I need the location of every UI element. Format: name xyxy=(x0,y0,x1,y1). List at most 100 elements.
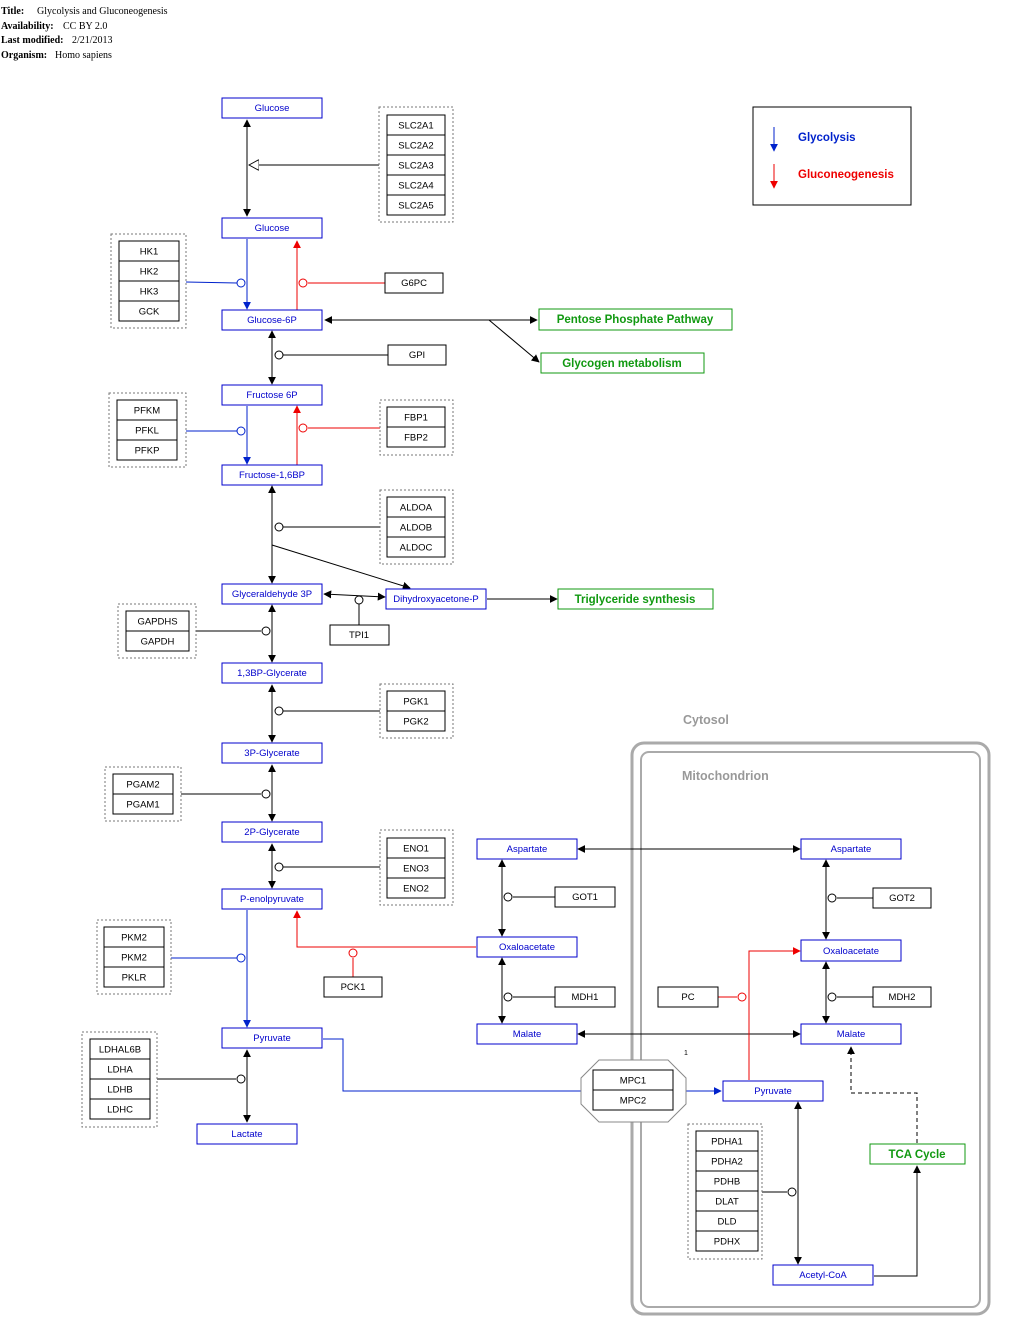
gene-mpc-1[interactable]: MPC1 xyxy=(592,1069,674,1091)
stray-label: 1 xyxy=(684,1050,688,1057)
metabolite-aspartate-cytosol[interactable]: Aspartate xyxy=(476,838,578,860)
gene-pdh-6[interactable]: PDHX xyxy=(695,1230,759,1252)
gene-pgam-2[interactable]: PGAM1 xyxy=(112,793,174,815)
gene-box xyxy=(386,710,446,732)
gene-box xyxy=(103,966,165,988)
gene-tpi1[interactable]: TPI1 xyxy=(329,624,390,646)
group-pgam xyxy=(104,766,182,822)
gene-hk-1[interactable]: HK1 xyxy=(118,240,180,262)
edge-g3p-dhap xyxy=(323,590,386,601)
gene-eno-3[interactable]: ENO2 xyxy=(386,877,446,899)
gene-pgam-1[interactable]: PGAM2 xyxy=(112,773,174,795)
gene-aldo-3[interactable]: ALDOC xyxy=(386,536,446,558)
metabolite-pyruvate[interactable]: Pyruvate xyxy=(221,1027,323,1049)
mitochondrion-label: Mitochondrion xyxy=(682,769,769,783)
gene-label: SLC2A1 xyxy=(398,121,433,132)
metabolite-pyruvate-mito[interactable]: Pyruvate xyxy=(722,1080,824,1102)
gene-pdh-4[interactable]: DLAT xyxy=(695,1190,759,1212)
metabolite-glucose[interactable]: Glucose xyxy=(221,217,323,239)
pathway-triglyceride-synthesis[interactable]: Triglyceride synthesis xyxy=(557,588,714,610)
meta-modified: 2/21/2013 xyxy=(72,35,113,46)
svg-text:G6PC: G6PC xyxy=(401,278,427,289)
gene-pgk-2[interactable]: PGK2 xyxy=(386,710,446,732)
gene-ldh-2[interactable]: LDHA xyxy=(89,1058,151,1080)
metabolite-fructose-6p[interactable]: Fructose 6P xyxy=(221,384,323,406)
svg-text:TPI1: TPI1 xyxy=(349,630,369,641)
metabolite-aspartate-mito[interactable]: Aspartate xyxy=(800,838,902,860)
gene-slc-2[interactable]: SLC2A2 xyxy=(386,134,446,156)
gene-ldh-1[interactable]: LDHAL6B xyxy=(89,1038,151,1060)
gene-gapdh-2[interactable]: GAPDH xyxy=(125,630,190,652)
gene-gapdh-1[interactable]: GAPDHS xyxy=(125,610,190,632)
gene-fbp-2[interactable]: FBP2 xyxy=(386,426,446,448)
gene-label: PDHX xyxy=(714,1237,741,1248)
gene-pdh-2[interactable]: PDHA2 xyxy=(695,1150,759,1172)
gene-pkm-2[interactable]: PKM2 xyxy=(103,946,165,968)
gene-pkm-1[interactable]: PKM2 xyxy=(103,926,165,948)
metabolite-2p-glycerate[interactable]: 2P-Glycerate xyxy=(221,821,323,843)
metabolite-oxaloacetate-cytosol[interactable]: Oxaloacetate xyxy=(476,936,578,958)
metabolite-malate-cytosol[interactable]: Malate xyxy=(476,1023,578,1045)
gene-label: PDHA2 xyxy=(711,1157,743,1168)
gene-hk-3[interactable]: HK3 xyxy=(118,280,180,302)
metabolite-acetyl-coa[interactable]: Acetyl-CoA xyxy=(772,1264,874,1286)
pathway-glycogen-metabolism[interactable]: Glycogen metabolism xyxy=(540,352,705,374)
gene-box xyxy=(116,439,178,461)
gene-pfk-3[interactable]: PFKP xyxy=(116,439,178,461)
metabolite-dihydroxyacetone-p[interactable]: Dihydroxyacetone-P xyxy=(385,588,487,610)
pathway-tca-cycle[interactable]: TCA Cycle xyxy=(869,1143,966,1165)
metabolite-malate-mito[interactable]: Malate xyxy=(800,1023,902,1045)
metabolite-glucose-ext[interactable]: Glucose xyxy=(221,97,323,119)
gene-mdh1[interactable]: MDH1 xyxy=(554,986,616,1008)
gene-hk-2[interactable]: HK2 xyxy=(118,260,180,282)
gene-got1[interactable]: GOT1 xyxy=(554,886,616,908)
gene-label: PGK2 xyxy=(403,717,428,728)
legend-gluconeogenesis-label: Gluconeogenesis xyxy=(798,169,894,181)
metabolite-13bp-glycerate[interactable]: 1,3BP-Glycerate xyxy=(221,662,323,684)
metabolite-lactate[interactable]: Lactate xyxy=(196,1123,298,1145)
group-pfk xyxy=(108,392,187,468)
gene-label: ENO1 xyxy=(403,844,429,855)
gene-ldh-3[interactable]: LDHB xyxy=(89,1078,151,1100)
gene-ldh-4[interactable]: LDHC xyxy=(89,1098,151,1120)
gene-pck1[interactable]: PCK1 xyxy=(323,976,383,998)
metabolite-fructose-16bp[interactable]: Fructose-1,6BP xyxy=(221,464,323,486)
gene-box xyxy=(386,194,446,216)
svg-text:Acetyl-CoA: Acetyl-CoA xyxy=(799,1270,847,1281)
gene-label: GAPDHS xyxy=(137,617,177,628)
meta-title-row: Title:Glycolysis and Gluconeogenesis xyxy=(1,5,168,20)
gene-g6pc[interactable]: G6PC xyxy=(384,272,444,294)
gene-pdh-5[interactable]: DLD xyxy=(695,1210,759,1232)
gene-slc-1[interactable]: SLC2A1 xyxy=(386,114,446,136)
metabolite-glyceraldehyde-3p[interactable]: Glyceraldehyde 3P xyxy=(221,583,323,605)
gene-gpi[interactable]: GPI xyxy=(387,344,447,366)
group-pdh xyxy=(687,1123,763,1260)
metabolites: Glucose Glucose Glucose-6P Fructose 6P F… xyxy=(196,97,902,1286)
gene-eno-1[interactable]: ENO1 xyxy=(386,837,446,859)
gene-pdh-3[interactable]: PDHB xyxy=(695,1170,759,1192)
gene-slc-3[interactable]: SLC2A3 xyxy=(386,154,446,176)
gene-pfk-2[interactable]: PFKL xyxy=(116,419,178,441)
pathway-pentose-phosphate[interactable]: Pentose Phosphate Pathway xyxy=(538,308,733,331)
gene-got2[interactable]: GOT2 xyxy=(872,887,932,909)
gene-eno-2[interactable]: ENO3 xyxy=(386,857,446,879)
gene-pfk-1[interactable]: PFKM xyxy=(116,399,178,421)
group-slc xyxy=(378,106,454,223)
metabolite-p-enolpyruvate[interactable]: P-enolpyruvate xyxy=(221,888,323,910)
gene-fbp-1[interactable]: FBP1 xyxy=(386,406,446,428)
metabolite-oxaloacetate-mito[interactable]: Oxaloacetate xyxy=(800,939,902,962)
gene-slc-4[interactable]: SLC2A4 xyxy=(386,174,446,196)
gene-hk-4[interactable]: GCK xyxy=(118,300,180,322)
gene-mdh2[interactable]: MDH2 xyxy=(872,986,932,1008)
gene-pkm-3[interactable]: PKLR xyxy=(103,966,165,988)
gene-slc-5[interactable]: SLC2A5 xyxy=(386,194,446,216)
gene-aldo-2[interactable]: ALDOB xyxy=(386,516,446,538)
gene-mpc-2[interactable]: MPC2 xyxy=(592,1089,674,1111)
svg-text:1,3BP-Glycerate: 1,3BP-Glycerate xyxy=(237,668,307,679)
gene-pdh-1[interactable]: PDHA1 xyxy=(695,1130,759,1152)
gene-pgk-1[interactable]: PGK1 xyxy=(386,690,446,712)
gene-aldo-1[interactable]: ALDOA xyxy=(386,496,446,518)
gene-pc[interactable]: PC xyxy=(657,986,719,1008)
metabolite-3p-glycerate[interactable]: 3P-Glycerate xyxy=(221,742,323,764)
metabolite-glucose-6p[interactable]: Glucose-6P xyxy=(221,309,323,331)
